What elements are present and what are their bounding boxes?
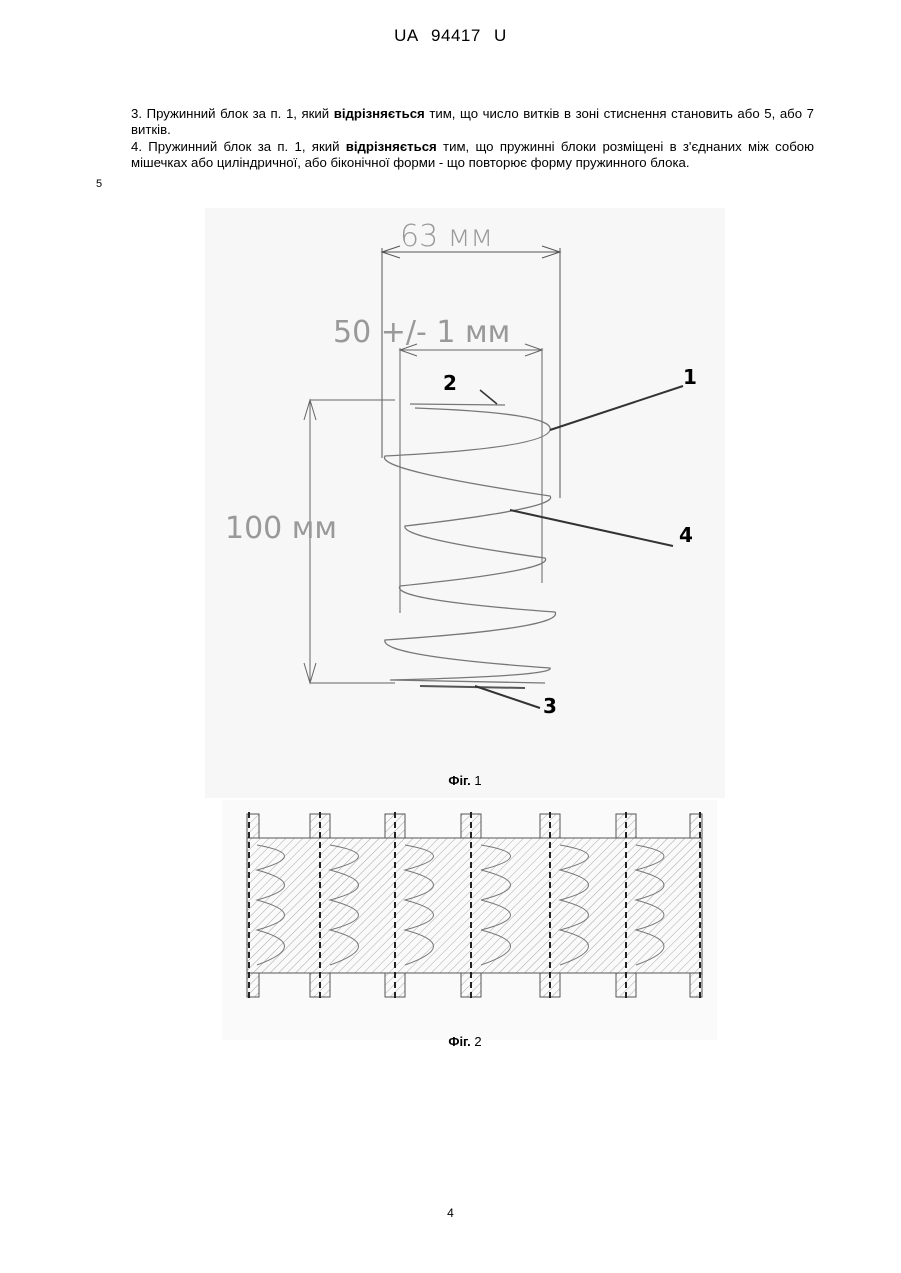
line-number: 5 xyxy=(96,178,102,190)
page-number: 4 xyxy=(0,1206,901,1220)
figure-1-spring-drawing: 63 мм 50 +/- 1 мм 100 мм 1 2 4 3 xyxy=(205,208,725,798)
claim-4: 4. Пружинний блок за п. 1, який відрізня… xyxy=(131,139,814,172)
dim-outer-label: 63 мм xyxy=(400,219,493,254)
document-number: UA 94417 U xyxy=(0,26,901,46)
figure-2-spring-blocks xyxy=(222,800,717,1040)
figure-2-caption: Фіг. 2 xyxy=(405,1034,525,1049)
dim-inner-label: 50 +/- 1 мм xyxy=(333,315,510,350)
label-1: 1 xyxy=(683,365,697,389)
dim-height-label: 100 мм xyxy=(225,511,337,546)
label-3: 3 xyxy=(543,694,557,718)
figure-1-caption: Фіг. 1 xyxy=(405,773,525,788)
claim-3: 3. Пружинний блок за п. 1, який відрізня… xyxy=(131,106,814,139)
label-2: 2 xyxy=(443,371,457,395)
label-4: 4 xyxy=(679,523,693,547)
claims-text: 3. Пружинний блок за п. 1, який відрізня… xyxy=(131,106,814,171)
